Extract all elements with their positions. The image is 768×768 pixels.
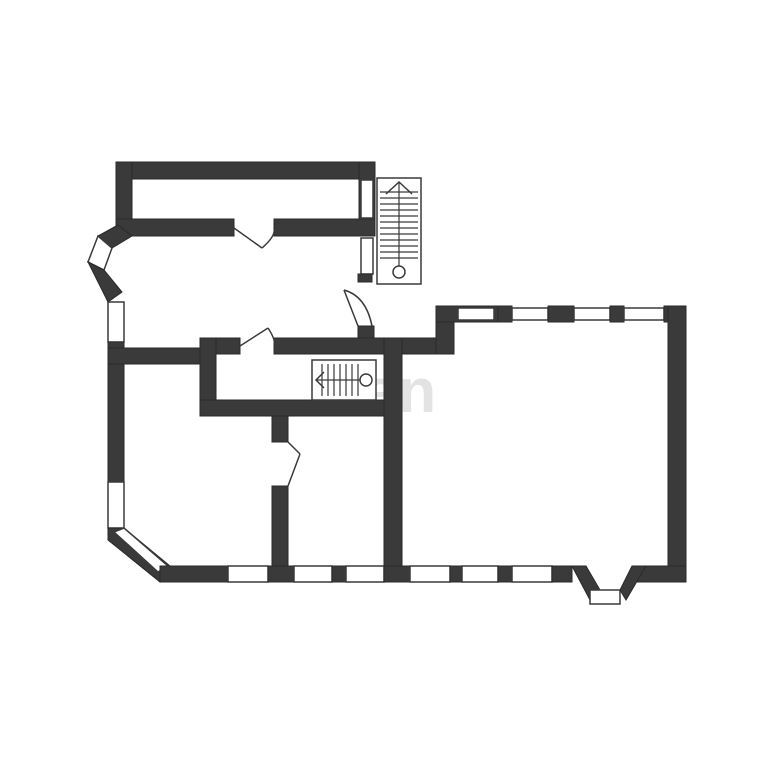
door-hall-east xyxy=(343,289,373,327)
window-middle-2 xyxy=(345,565,385,583)
corridor-walls xyxy=(107,305,455,579)
north-strip-walls xyxy=(115,161,376,237)
east-room-walls xyxy=(409,305,687,605)
inner-stair xyxy=(311,359,377,401)
door-north-strip xyxy=(233,227,275,249)
window-hall-east xyxy=(360,237,374,275)
window-middle-1 xyxy=(293,565,333,583)
east-stair xyxy=(376,177,422,285)
south-wall-west xyxy=(159,565,231,583)
door-middle-room xyxy=(287,441,301,487)
window-west-room-south xyxy=(227,565,269,583)
hall-west-bay xyxy=(86,224,133,529)
window-north-east xyxy=(360,179,374,219)
door-corridor xyxy=(239,327,276,347)
